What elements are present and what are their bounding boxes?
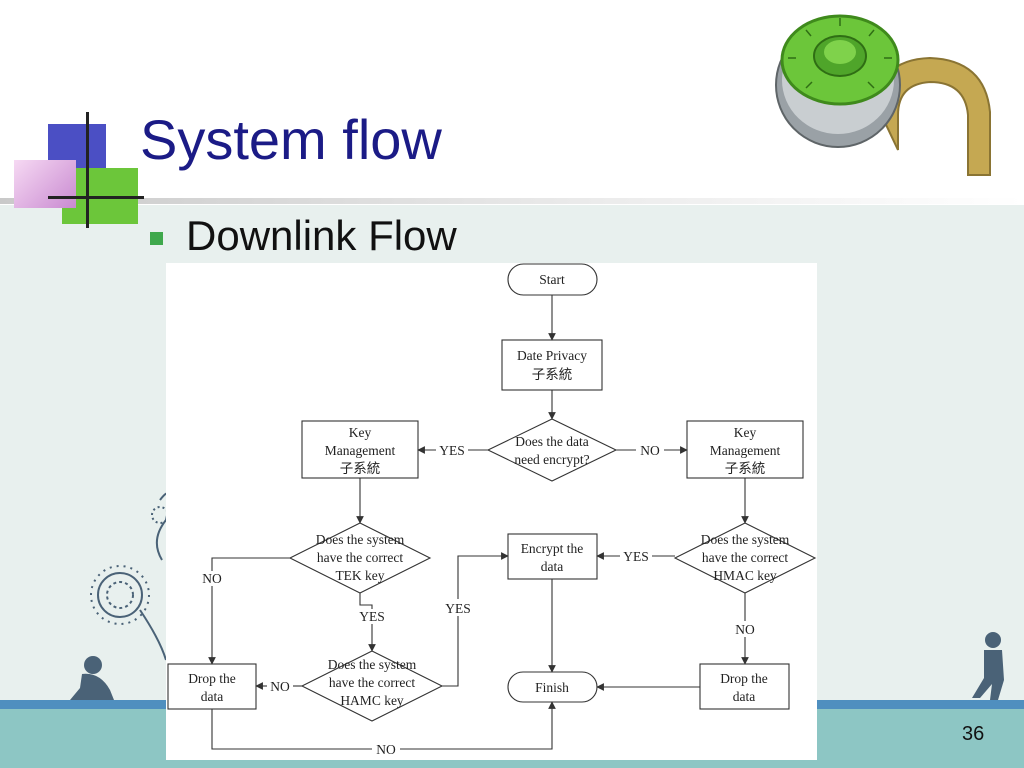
child-silhouette-left [70, 656, 114, 700]
hmac-decision-line1: Does the system [701, 532, 790, 547]
child-silhouette-right [972, 632, 1004, 700]
flow-tek-no-a [211, 557, 290, 571]
flow-drop-left-no-b [400, 701, 556, 750]
finish-label: Finish [535, 680, 569, 695]
flowchart: Start Date Privacy 子系統 Does the data nee… [167, 263, 817, 757]
edge-label-yes-hamc: YES [445, 601, 471, 616]
hamc-decision-line1: Does the system [328, 657, 417, 672]
keymgmt-left-line1: Key [349, 425, 372, 440]
edge-label-no-hamc: NO [270, 679, 290, 694]
tek-decision-line2: have the correct [317, 550, 403, 565]
keymgmt-left-line3: 子系統 [340, 461, 381, 476]
slide-title: System flow [140, 108, 442, 171]
page-number: 36 [962, 723, 985, 745]
drop-left-line1: Drop the [188, 671, 236, 686]
encrypt-decision-line1: Does the data [515, 434, 588, 449]
tek-decision-line1: Does the system [316, 532, 405, 547]
flow-hamc-yes-a [442, 616, 459, 687]
padlock-image [775, 14, 991, 176]
drop-right-line2: data [733, 689, 756, 704]
hmac-decision-line3: HMAC key [713, 568, 777, 583]
deco-line-horizontal [48, 196, 144, 199]
drop-left-line2: data [201, 689, 224, 704]
encrypt-box-line1: Encrypt the [521, 541, 584, 556]
bullet-text: Downlink Flow [186, 212, 457, 259]
coral-decoration [90, 492, 171, 661]
privacy-label-line1: Date Privacy [517, 348, 587, 363]
hamc-key-decision-diamond [300, 650, 444, 722]
deco-square-pink [14, 160, 76, 208]
edge-label-yes-hmac: YES [623, 549, 649, 564]
privacy-subsystem-box [501, 339, 603, 391]
drop-right-line1: Drop the [720, 671, 768, 686]
hamc-decision-line3: HAMC key [340, 693, 404, 708]
keymgmt-left-line2: Management [325, 443, 396, 458]
keymgmt-right-line1: Key [734, 425, 757, 440]
tek-decision-line3: TEK key [335, 568, 384, 583]
hmac-decision-line2: have the correct [702, 550, 788, 565]
privacy-label-line2: 子系統 [532, 367, 573, 382]
encrypt-box-line2: data [541, 559, 564, 574]
edge-label-no-hmac: NO [735, 622, 755, 637]
encrypt-decision-diamond [486, 418, 618, 482]
hamc-decision-line2: have the correct [329, 675, 415, 690]
start-label: Start [539, 272, 565, 287]
encrypt-decision-line2: need encrypt? [514, 452, 589, 467]
edge-label-no-encrypt: NO [640, 443, 660, 458]
flow-tek-yes-a [359, 593, 373, 609]
flow-hamc-yes-b [457, 552, 509, 599]
keymgmt-right-line3: 子系統 [725, 461, 766, 476]
edge-label-no-tek: NO [202, 571, 222, 586]
edge-label-no-drop: NO [376, 742, 396, 757]
edge-label-yes-tek: YES [359, 609, 385, 624]
flowchart-panel: Start Date Privacy 子系統 Does the data nee… [166, 263, 817, 760]
flow-drop-left-no-a [211, 709, 372, 750]
header-divider [0, 198, 1024, 204]
edge-label-yes-encrypt: YES [439, 443, 465, 458]
drop-data-right-box [699, 663, 790, 710]
deco-line-vertical [86, 112, 89, 228]
keymgmt-right-line2: Management [710, 443, 781, 458]
key-management-left-box [301, 420, 419, 479]
bullet-marker [150, 232, 163, 245]
